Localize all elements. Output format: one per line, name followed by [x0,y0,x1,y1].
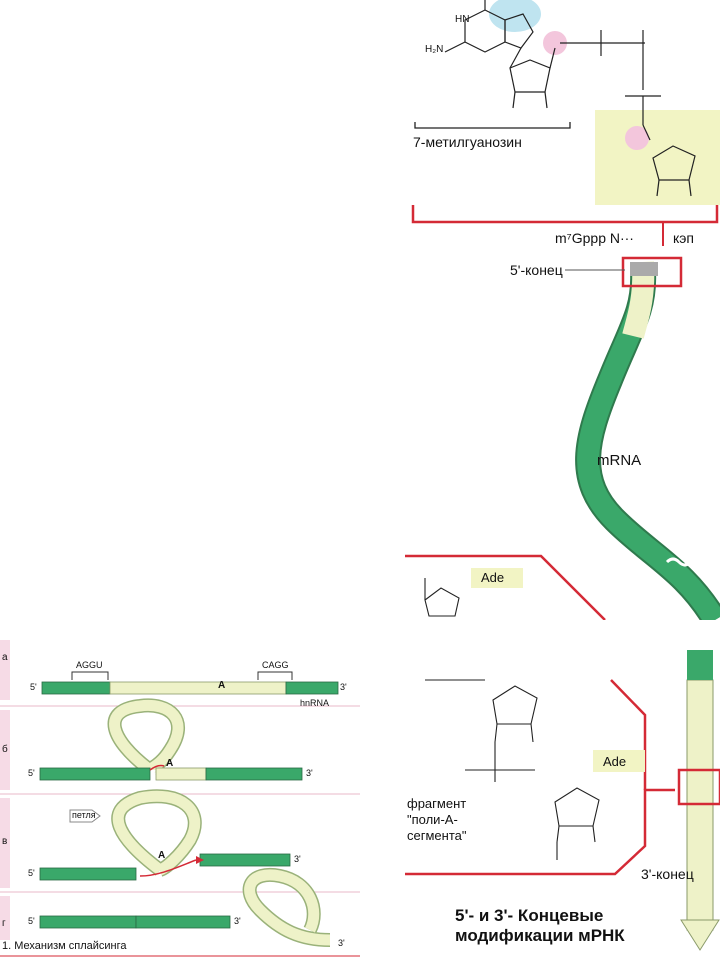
exon-2-a [285,681,339,695]
row-marker-b [0,710,10,790]
polya-diagram [405,650,720,951]
splicing-caption: 1. Механизм сплайсинга [2,940,127,952]
3prime-label-b: 3' [306,768,313,778]
intron-a [109,681,287,695]
5prime-label-v: 5' [28,868,35,878]
m7gppp-label: m⁷Gppp N··· [555,230,634,246]
polya-chem [425,679,600,860]
row-marker-v [0,798,10,888]
branch-a-label-a: A [218,680,226,691]
cap-diagram [405,0,720,627]
3prime-label-g: 3' [234,916,241,926]
exon-2-g [135,915,231,929]
cap-red-bracket [411,205,719,224]
5prime-label-a: 5' [30,682,37,692]
row-label-a: а [2,652,8,663]
branch-a-label-b: A [166,758,174,769]
ade-label-bottom: Ade [603,754,627,769]
row-marker-a [0,640,10,700]
lariat-b-inner [109,699,184,775]
3prime-label-lariat: 3' [338,938,345,948]
row-label-g: г [2,918,6,929]
loop-label: петля [72,810,96,820]
polya-frame [405,788,675,876]
polya-green-part [687,650,713,680]
branch-a-label-v: A [158,850,166,861]
ade-label-top: Ade [481,570,505,585]
aggu-label: AGGU [76,660,103,670]
3end-label: 3'-конец [641,866,694,882]
white-band [405,620,720,678]
cap-structure-panel: HN H₂N 7-метилгуанозин m⁷Gppp N··· кэп 5… [405,0,720,627]
polya-sugar-top [424,578,460,617]
ade-box-top [471,568,523,588]
5prime-label-b: 5' [28,768,35,778]
polya-frame-top [405,554,606,621]
polya-marker-box [677,768,720,806]
methylguanosine-bracket [414,122,571,129]
polya-title: 5'- и 3'- Концевые модификации мРНК [455,906,625,945]
splicing-panel: а б в г AGGU CAGG hnRNA 5' 3' A 5' 3' A … [0,640,360,960]
hnrna-label: hnRNA [300,698,330,708]
ligation-arrowhead [196,856,204,864]
ribose-2 [642,124,696,197]
strand-break [665,557,693,567]
polya-panel: Ade фрагмент "поли-А- сегмента" 3'-конец… [405,620,720,960]
ribose-1 [509,42,580,109]
cagg-label: CAGG [262,660,289,670]
mrna-label: mRNA [597,452,642,469]
exon-2-b [205,767,303,781]
exon-1-b [39,767,151,781]
row-marker-g [0,896,10,940]
cap-label: кэп [673,230,695,246]
polya-tail-arrow [680,919,720,951]
loop-callout [69,809,101,823]
fragment-label: фрагмент "поли-А- сегмента" [407,796,467,843]
ligation-arrow [139,859,197,877]
lariat-v-inner [112,790,201,876]
branch-arrow-b [149,764,165,771]
intron-b [155,767,207,781]
lariat-g-inner [244,869,331,946]
row-label-v: в [2,836,8,847]
exon-1-v [39,867,137,881]
3prime-label-v: 3' [294,854,301,864]
atom-label-hn: HN [455,14,470,25]
cagg-bracket [257,671,293,680]
row-label-b: б [2,744,8,755]
3prime-label-a: 3' [340,682,347,692]
polya-frame-upper [610,679,647,790]
5end-box [621,256,683,288]
exon-1-a [41,681,111,695]
methylguanosine-label: 7-метилгуанозин [413,134,522,150]
5prime-label-g: 5' [28,916,35,926]
exon-2-v [199,853,291,867]
5end-label: 5'-конец [510,262,563,278]
aggu-bracket [71,671,109,680]
splicing-diagram [0,640,360,957]
5prime-highlight-top [543,31,567,55]
guanine-base [444,0,534,69]
5prime-highlight-bottom [625,126,649,150]
triphosphate [580,30,661,125]
atom-label-h2n: H₂N [425,44,444,55]
cap-grey [630,262,658,276]
mrna-strand-outline [575,271,720,627]
ade-box-bottom [593,750,645,772]
exon-1-g [39,915,137,929]
